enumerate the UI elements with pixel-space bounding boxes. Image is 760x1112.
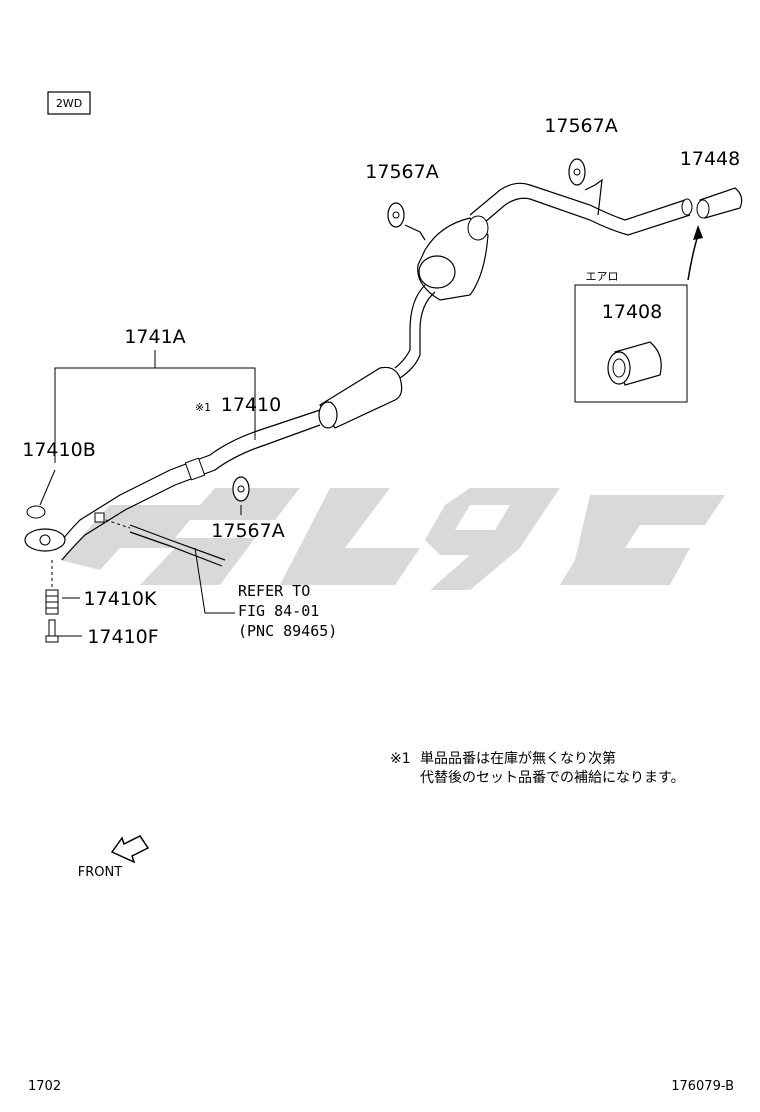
tail-pipe-tip bbox=[696, 187, 743, 219]
footnote-mark: ※1 bbox=[390, 751, 411, 767]
label-17448: 17448 bbox=[680, 148, 740, 170]
aero-inset-box bbox=[574, 284, 688, 403]
hanger-rubber-mid bbox=[387, 202, 426, 241]
label-17410b: 17410B bbox=[22, 439, 95, 461]
watermark-logo bbox=[60, 488, 725, 590]
tail-pipe bbox=[469, 178, 693, 236]
front-label: FRONT bbox=[78, 865, 122, 880]
page-number-left: 1702 bbox=[28, 1079, 61, 1094]
label-17408: 17408 bbox=[602, 301, 662, 323]
center-pipe bbox=[394, 284, 436, 379]
refer-line-1: REFER TO bbox=[238, 582, 310, 600]
front-pipe bbox=[24, 409, 321, 561]
label-17567a-mid: 17567A bbox=[365, 161, 438, 183]
label-17410: 17410 bbox=[221, 394, 281, 416]
refer-note: REFER TO FIG 84-01 (PNC 89465) bbox=[238, 582, 337, 640]
footnote-line-1: 単品品番は在庫が無くなり次第 bbox=[420, 750, 616, 767]
label-17410f: 17410F bbox=[87, 626, 158, 648]
refer-line-2: FIG 84-01 bbox=[238, 602, 319, 620]
label-17410k: 17410K bbox=[84, 588, 157, 610]
label-1741a: 1741A bbox=[124, 326, 185, 348]
page-number-right: 176079-B bbox=[671, 1079, 734, 1094]
label-17567a-low: 17567A bbox=[211, 520, 284, 542]
leader-lines bbox=[39, 350, 256, 637]
aero-tail-tip bbox=[607, 341, 662, 386]
rear-muffler bbox=[417, 215, 489, 301]
inset-arrow bbox=[687, 225, 703, 281]
inset-label-aero: エアロ bbox=[586, 270, 619, 283]
label-17567a-top: 17567A bbox=[544, 115, 617, 137]
center-muffler bbox=[318, 366, 403, 429]
footnote: ※1 単品品番は在庫が無くなり次第 代替後のセット品番での補給になります。 bbox=[390, 750, 685, 786]
refer-line-3: (PNC 89465) bbox=[238, 622, 337, 640]
oxygen-sensor bbox=[94, 512, 226, 567]
note-mark-inline: ※1 bbox=[195, 401, 211, 414]
spring-bolt bbox=[45, 560, 59, 643]
hanger-rubber-top bbox=[568, 158, 586, 186]
2wd-badge: 2WD bbox=[47, 91, 91, 115]
gasket-ring bbox=[26, 505, 46, 519]
2wd-badge-text: 2WD bbox=[56, 97, 82, 110]
hanger-rubber-low bbox=[232, 476, 250, 502]
front-arrow-icon bbox=[110, 835, 150, 864]
footnote-line-2: 代替後のセット品番での補給になります。 bbox=[420, 770, 685, 786]
